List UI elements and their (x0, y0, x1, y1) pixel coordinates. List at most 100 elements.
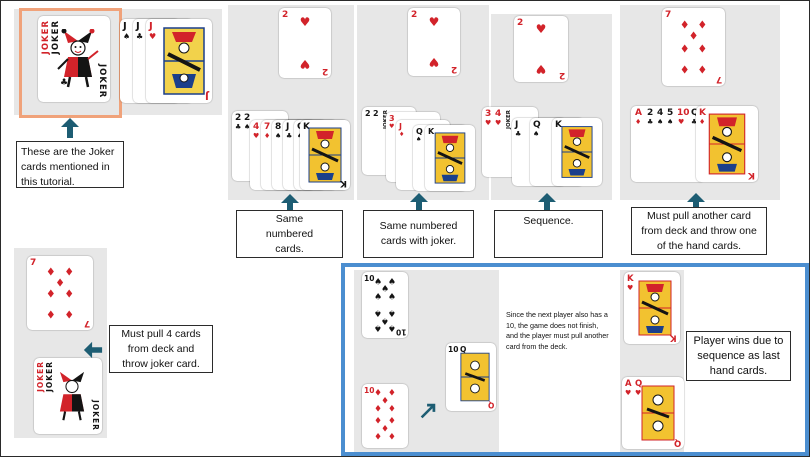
jester-icon: ♣ (57, 29, 99, 88)
diamond-icon: ♦ (374, 432, 383, 443)
rank-label: J (286, 122, 290, 132)
club-icon: ♣ (286, 132, 293, 140)
club-icon: ♣ (647, 118, 654, 126)
rank-label: K (627, 274, 634, 284)
pull-four-text: Must pull 4 cards from deck and throw jo… (121, 327, 201, 370)
queen-face-icon (460, 352, 490, 402)
heart-icon: ♥ (627, 284, 634, 292)
heart-icon: ♥ (495, 119, 502, 127)
heart-icon: ♥ (625, 389, 632, 397)
heart-icon: ♥ (299, 57, 311, 71)
rank-label: J (123, 21, 127, 32)
spade-icon: ♠ (416, 136, 422, 143)
diamond-icon: ♦ (699, 118, 706, 126)
rank-label: K (699, 108, 706, 118)
king-spades-card: K K (300, 120, 350, 190)
same-with-joker-caption: Same numbered cards with joker. (363, 210, 474, 258)
rank-label-bottom: K (748, 170, 755, 180)
joker-card: JOKER JOKER JOKER (34, 358, 102, 434)
heart-icon: ♥ (678, 118, 685, 126)
svg-text:♣: ♣ (60, 78, 68, 88)
diamond-icon: ♦ (688, 29, 699, 43)
diamond-icon: ♦ (264, 132, 271, 140)
heart-icon: ♥ (299, 15, 311, 29)
rank-label: 4 (253, 122, 260, 132)
seven-diamonds-card: 7 ♦ ♦ ♦ ♦ ♦ ♦ ♦ 7 (662, 8, 725, 86)
jack-hearts-card: J ♥ J (146, 19, 212, 103)
spade-icon: ♠ (387, 292, 396, 303)
rank-label: 4 (657, 108, 664, 118)
rank-label: Q (691, 108, 699, 118)
diamond-icon: ♦ (679, 42, 690, 56)
diamond-icon: ♦ (679, 63, 690, 77)
rank-label: 10 (448, 345, 459, 354)
king-face-icon (434, 132, 466, 184)
rank-label: 4 (495, 109, 502, 119)
arrow-up-icon (538, 193, 556, 213)
rank-label: 2 (647, 108, 654, 118)
spade-icon: ♠ (275, 132, 282, 140)
rank-label: A (625, 379, 632, 389)
pull-another-text: Must pull another card from deck and thr… (641, 209, 757, 252)
rank-label: K (555, 120, 562, 130)
heart-icon: ♥ (389, 123, 395, 130)
diamond-icon: ♦ (64, 308, 75, 322)
rank-label: 10 (364, 274, 375, 283)
heart-icon: ♥ (535, 22, 547, 37)
spade-icon: ♠ (374, 277, 383, 288)
rank-label: J (399, 122, 402, 131)
ten-queen-pair-card: 10 Q ♠ Q (446, 343, 496, 411)
diamond-icon: ♦ (374, 404, 383, 415)
player-wins-caption: Player wins due to sequence as last hand… (686, 331, 791, 381)
pull-another-caption: Must pull another card from deck and thr… (631, 207, 767, 255)
diamond-icon: ♦ (635, 118, 642, 126)
hand-card: A ♦ 2 ♣ 4 ♠ 5 ♠ 10 ♥ Q ♣ (631, 106, 705, 182)
diamond-icon: ♦ (387, 416, 396, 427)
player-wins-text: Player wins due to sequence as last hand… (693, 334, 784, 377)
rank-label-bottom: J (205, 90, 209, 101)
king-face-icon (708, 113, 746, 175)
rank-label: Q (416, 127, 423, 136)
joker-note-text: These are the Joker cards mentioned in t… (21, 146, 115, 188)
heart-icon: ♥ (149, 32, 157, 41)
king-face-icon (638, 280, 672, 336)
king-spades-card: K (425, 125, 475, 191)
spade-icon: ♠ (667, 118, 674, 126)
rank-label-bottom: 2 (450, 64, 457, 74)
seven-diamonds-card: 7 ♦ ♦ ♦ ♦ ♦ ♦ ♦ 7 (27, 256, 93, 330)
ten-spades-card: 10 ♠ ♠ ♠ ♠ ♠ ♠ ♠ ♠ ♠ ♠ 10 (362, 272, 408, 338)
rank-label: 2 (517, 18, 524, 28)
same-numbered-caption: Same numbered cards. (236, 210, 343, 258)
rank-label: 8 (275, 122, 282, 132)
diamond-icon: ♦ (387, 404, 396, 415)
diamond-icon: ♦ (374, 388, 383, 399)
two-hearts-card: 2 ♥ ♥ 2 (279, 8, 331, 78)
rank-label: 2 (244, 113, 251, 123)
diamond-icon: ♦ (399, 131, 405, 138)
heart-icon: ♥ (253, 132, 260, 140)
rank-label: 7 (264, 122, 271, 132)
joker-card: JOKER JOKER JOKER ♣ (38, 16, 110, 102)
jack-face-icon (163, 27, 206, 95)
club-icon: ♣ (515, 130, 522, 138)
king-spades-card: K (552, 118, 602, 186)
diamond-icon: ♦ (64, 265, 75, 279)
joker-label-black-bottom: JOKER (91, 400, 100, 431)
diamond-icon: ♦ (380, 396, 390, 407)
winning-highlight (341, 263, 809, 456)
rank-label: A (635, 108, 642, 118)
diamond-icon: ♦ (45, 265, 56, 279)
heart-icon: ♥ (428, 55, 440, 70)
two-hearts-card: 2 ♥ ♥ 2 (514, 16, 568, 82)
diamond-icon: ♦ (45, 308, 56, 322)
spade-icon: ♠ (380, 284, 390, 295)
spade-icon: ♠ (533, 130, 540, 138)
sequence-caption: Sequence. (494, 210, 603, 258)
diamond-icon: ♦ (697, 42, 708, 56)
king-diamonds-card: K ♦ K (696, 106, 758, 182)
rank-label: 3 (389, 114, 395, 123)
spade-icon: ♠ (374, 292, 383, 303)
king-hearts-card: K ♥ K (624, 272, 680, 344)
rank-label-bottom: K (340, 178, 347, 188)
